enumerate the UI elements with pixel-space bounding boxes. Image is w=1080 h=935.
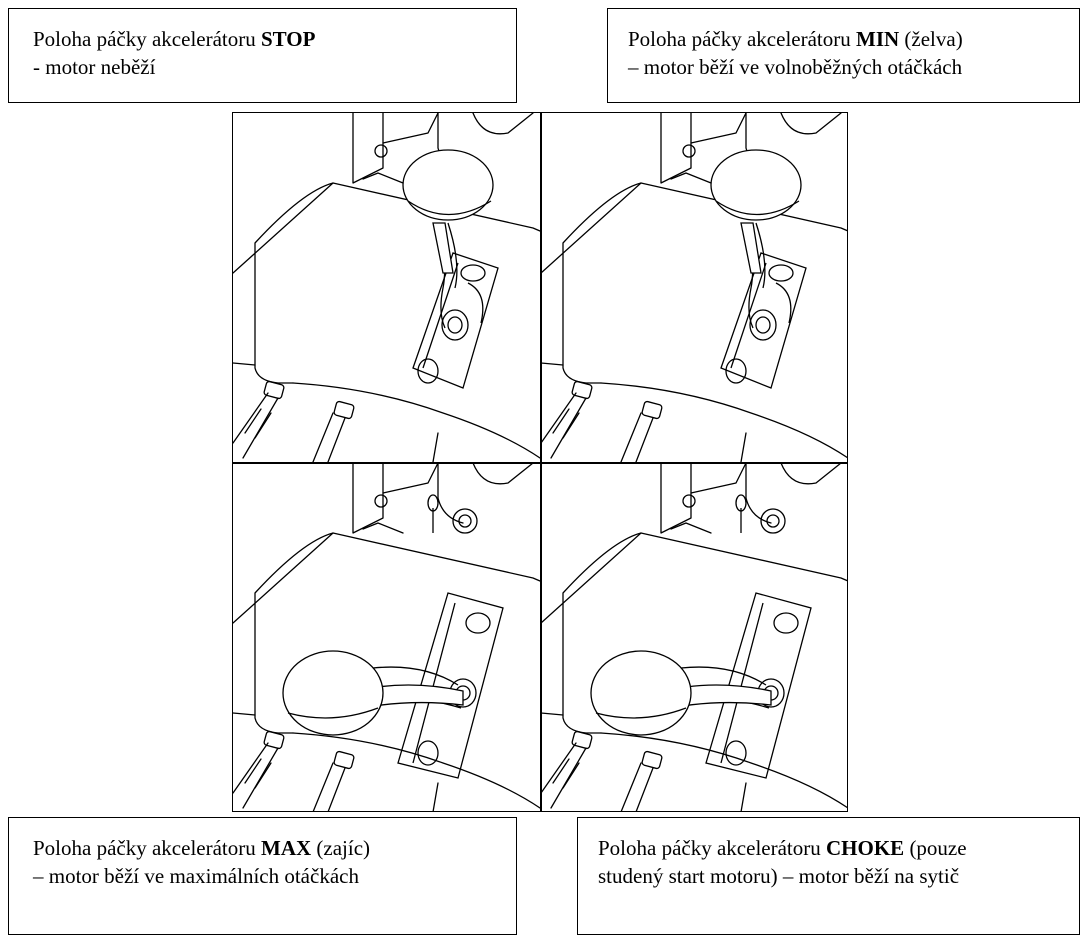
caption-stop-line2: - motor neběží: [33, 55, 156, 79]
panel-stop-drawing: [233, 113, 540, 462]
caption-choke-key: CHOKE: [826, 836, 905, 860]
horizontal-divider: [233, 462, 847, 464]
lever-drawing: [541, 463, 848, 812]
lever-drawing: [541, 113, 848, 462]
caption-stop: Poloha páčky akcelerátoru STOP - motor n…: [8, 8, 517, 103]
caption-max-key: MAX: [261, 836, 312, 860]
panel-max-drawing: [233, 463, 540, 812]
caption-min: Poloha páčky akcelerátoru MIN (želva) – …: [607, 8, 1080, 103]
caption-choke-line2: studený start motoru) – motor běží na sy…: [598, 864, 960, 888]
caption-min-prefix: Poloha páčky akcelerátoru: [628, 27, 856, 51]
lever-drawing: [233, 463, 540, 812]
lever-drawing: [233, 113, 540, 462]
caption-max-suffix: (zajíc): [311, 836, 371, 860]
caption-stop-prefix: Poloha páčky akcelerátoru: [33, 27, 261, 51]
caption-max-line2: – motor běží ve maximálních otáčkách: [33, 864, 359, 888]
panel-choke-drawing: [541, 463, 848, 812]
caption-choke: Poloha páčky akcelerátoru CHOKE (pouze s…: [577, 817, 1080, 935]
caption-min-suffix: (želva): [899, 27, 963, 51]
caption-choke-prefix: Poloha páčky akcelerátoru: [598, 836, 826, 860]
caption-max-prefix: Poloha páčky akcelerátoru: [33, 836, 261, 860]
caption-max: Poloha páčky akcelerátoru MAX (zajíc) – …: [8, 817, 517, 935]
panel-min-drawing: [541, 113, 848, 462]
caption-min-line2: – motor běží ve volnoběžných otáčkách: [628, 55, 963, 79]
caption-min-key: MIN: [856, 27, 900, 51]
caption-stop-key: STOP: [261, 27, 316, 51]
throttle-lever-figure: [232, 112, 848, 812]
caption-choke-suffix: (pouze: [904, 836, 967, 860]
